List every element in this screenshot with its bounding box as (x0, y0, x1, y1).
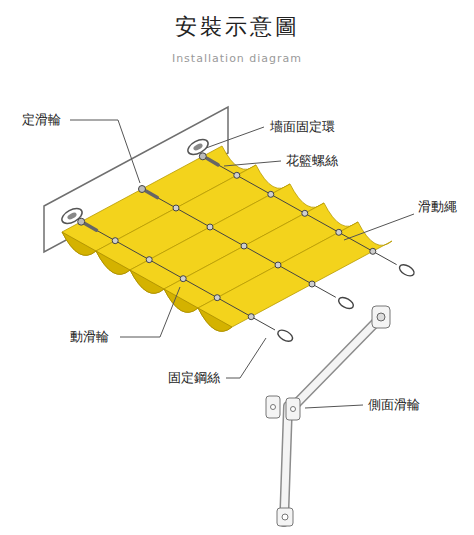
leader-line (226, 338, 266, 378)
part-label: 定滑輪 (20, 112, 63, 128)
awning-fold (198, 222, 392, 331)
part-label: 動滑輪 (68, 329, 111, 345)
steel-wires (78, 153, 416, 344)
leader-line (305, 405, 363, 408)
fold-end (198, 308, 232, 331)
turnbuckle (207, 158, 218, 165)
part-label: 固定鋼絲 (166, 370, 222, 386)
wire-ring (398, 263, 416, 279)
part-label: 花籃螺絲 (284, 153, 340, 169)
leader-line (224, 161, 281, 166)
fixed-pulley (78, 218, 85, 225)
moving-pulley (112, 238, 118, 244)
moving-pulley (173, 205, 179, 211)
fold-end (130, 270, 164, 293)
moving-pulley (302, 210, 308, 216)
diagram-title: 安裝示意圖 (0, 14, 474, 40)
moving-pulley (370, 248, 376, 254)
steel-wire (203, 156, 397, 264)
moving-pulley (234, 172, 240, 178)
steel-wire (142, 189, 336, 297)
wire-ring (276, 328, 294, 344)
fold-end (62, 232, 96, 255)
leader-line (120, 287, 180, 337)
part-label: 滑動繩 (416, 199, 459, 215)
wire-ring (337, 295, 355, 311)
moving-pulley (180, 276, 186, 282)
moving-pulley (275, 262, 281, 268)
moving-pulley (214, 295, 220, 301)
leader-lines (70, 120, 414, 408)
steel-wire (81, 222, 275, 330)
part-label: 墻面固定環 (268, 119, 337, 135)
moving-pulley (336, 229, 342, 235)
moving-pulley (146, 257, 152, 263)
turnbuckle (85, 224, 96, 231)
awning-fabric (62, 146, 392, 331)
moving-pulley (309, 281, 315, 287)
moving-pulley (241, 243, 247, 249)
part-label: 側面滑輪 (366, 397, 422, 413)
fixed-pulley (199, 153, 206, 160)
turnbuckle (146, 191, 157, 198)
fold-end (96, 251, 130, 274)
fold-end (164, 289, 198, 312)
moving-pulley (207, 224, 213, 230)
moving-pulley (248, 314, 254, 320)
subtitle: Installation diagram (170, 52, 304, 65)
leader-line (70, 120, 140, 183)
leader-line (344, 214, 414, 240)
moving-pulley (268, 191, 274, 197)
support-frame (266, 306, 390, 526)
fixed-pulley (139, 186, 146, 193)
leader-line (206, 127, 264, 148)
